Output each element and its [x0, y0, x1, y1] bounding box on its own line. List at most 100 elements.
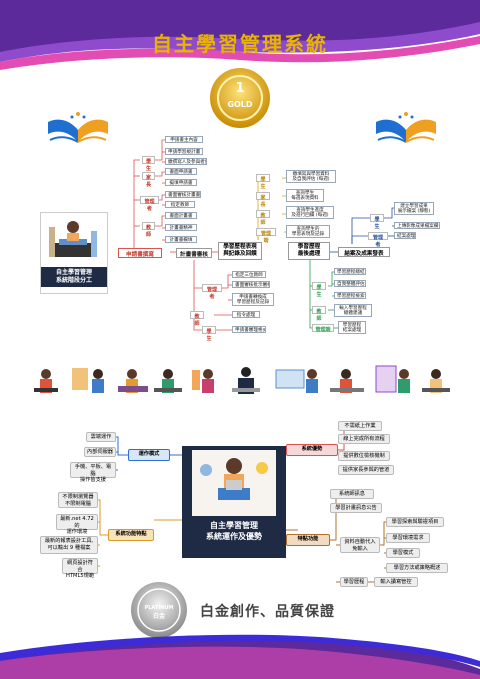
- feature-item: 學習計畫訊息公告: [330, 503, 382, 513]
- process-item: 查詢學生進度 及進行回饋 (每週): [286, 206, 334, 219]
- learning-illustrations-strip: [32, 362, 452, 398]
- process-group-label: 教師: [256, 210, 270, 226]
- result-item: 建立學習成果 展示檔案 (靜態): [394, 202, 434, 215]
- map2-features-label: 特點功能: [286, 534, 330, 546]
- top-band: [0, 0, 480, 70]
- ops-item: 雲端運作: [86, 432, 116, 442]
- student-reading-icon: [49, 221, 97, 257]
- review-item: 申請書轉換成 學習歷程及記錄: [232, 293, 274, 306]
- feature-subitem: 學習方法或策略概述: [386, 563, 448, 573]
- gold-number: 1: [235, 81, 244, 96]
- review-item: 申請書審理格式: [232, 326, 266, 333]
- tech-item: 網頁設計符合 HTML5規範: [62, 558, 98, 579]
- apply-item: 擬填申請書: [165, 179, 197, 186]
- bottom-band: [0, 634, 480, 679]
- final-item: 自我整體評估: [334, 280, 366, 287]
- illustration-student-8: [330, 369, 364, 393]
- apply-item: 申請學習規計畫: [165, 148, 203, 155]
- feature-subitem: 學習模式: [386, 548, 420, 558]
- map1-illustration-card: 自主學習管理 系統階段分工: [40, 212, 108, 294]
- apply-item: 申請書主內容: [165, 136, 203, 143]
- map2-ops-label: 運作模式: [128, 449, 170, 461]
- apply-group-label: 教師: [142, 222, 155, 238]
- final-item: 學習歷程檢索: [334, 292, 366, 299]
- review-group-label: 管理者: [202, 284, 222, 300]
- process-group-label: 管理端: [256, 228, 276, 244]
- final-item: 學習歷程總結: [334, 268, 366, 275]
- apply-item: 繳撰寫人及參與者資料: [165, 158, 207, 165]
- advantage-item: 提供數位檢核機制: [338, 451, 390, 461]
- node-apply: 申請書撰寫: [118, 248, 162, 258]
- illustration-student-6: [232, 367, 260, 394]
- student-laptop-icon: [192, 450, 276, 516]
- apply-item: 書面計畫書: [165, 212, 197, 219]
- tech-item: 最新.net 4.72的 運作環境: [56, 514, 98, 535]
- review-item: 指定三位教師: [232, 271, 266, 278]
- feature-subitem: 學習環境需求: [386, 533, 430, 543]
- illustration-student-2: [72, 368, 104, 393]
- review-group-label: 學生: [202, 326, 216, 342]
- review-item: 指令處理: [232, 311, 260, 318]
- feature-subitem: 學習探索與驗證項目: [386, 517, 444, 527]
- illustration-student-7: [275, 369, 318, 393]
- ops-item: 手機、平板、電腦 操作皆支援: [70, 462, 116, 483]
- process-item: 查詢學生 每週表現資料: [286, 189, 324, 202]
- final-group-label: 管理端: [312, 324, 334, 333]
- map2-advantages-label: 系統優勢: [286, 444, 338, 456]
- platinum-bottom-text: 白金: [153, 612, 166, 620]
- apply-item: 書面申請書: [165, 168, 197, 175]
- illustration-student-9: [375, 365, 410, 393]
- platinum-medal-icon: PLATINUM 白金: [131, 582, 187, 638]
- illustration-student-1: [34, 369, 58, 393]
- map2-center-label: 自主學習管理 系統運作及優勢: [206, 521, 262, 541]
- apply-item: 指定教師: [165, 201, 195, 208]
- process-item: 查詢學生的 學習表現及記錄: [286, 225, 330, 238]
- apply-group-label: 管理者: [140, 196, 159, 212]
- gold-text: GOLD: [227, 100, 252, 109]
- review-item: 書面審核批示審核: [232, 281, 270, 288]
- final-group-label: 教師: [312, 306, 326, 322]
- tech-item: 不限制瀏覽器 不限制電腦: [58, 492, 98, 508]
- open-book-icon: [376, 112, 436, 143]
- platinum-top-text: PLATINUM: [145, 605, 174, 611]
- gold-medal-icon: 1 GOLD: [210, 68, 270, 128]
- review-group-label: 教師: [190, 311, 204, 327]
- slogan: 白金創作、品質保證: [200, 604, 335, 620]
- apply-item: 計畫書欄填: [165, 236, 197, 243]
- advantage-item: 提供家長參與的管道: [338, 465, 394, 475]
- process-item: 繳填寫與學習資料 及自我評估 (每週): [286, 170, 336, 183]
- page-title: 自主學習管理系統: [152, 32, 328, 56]
- map1-center-label: 自主學習管理 系統階段分工: [41, 267, 107, 287]
- map2-tech-label: 系統功能特點: [108, 529, 154, 541]
- apply-item: 書面審核計畫書: [165, 191, 201, 198]
- node-result: 結案及成果發表: [338, 247, 390, 257]
- node-process: 學習歷程表現 與記錄及回饋: [218, 242, 262, 260]
- apply-group-label: 家長: [142, 172, 155, 188]
- map2-center-card: 自主學習管理 系統運作及優勢: [182, 446, 286, 558]
- process-group-label: 家長: [256, 192, 270, 208]
- process-group-label: 學生: [256, 174, 270, 190]
- illustration-student-5: [192, 369, 214, 393]
- illustration-student-4: [154, 369, 182, 393]
- node-review: 計畫書審核: [176, 248, 212, 258]
- tech-item: 最新的報表設計工具, 可以輸出 9 種檔案: [40, 536, 98, 554]
- final-group-label: 學生: [312, 282, 326, 298]
- result-group-label: 學生: [370, 214, 384, 230]
- result-group-label: 管理者: [368, 232, 388, 248]
- apply-item: 計畫書精神: [165, 224, 197, 231]
- feature-item: 系統師訊息: [330, 489, 374, 499]
- result-item: 結案處理: [394, 232, 416, 239]
- apply-group-label: 學生: [142, 156, 155, 172]
- feature-subitem: 輸入讀寫管控: [374, 577, 418, 587]
- open-book-icon: [48, 112, 108, 143]
- illustration-student-10: [422, 369, 450, 393]
- advantage-item: 不需紙上作業: [338, 421, 382, 431]
- result-item: 上傳影像成果檔案欄位: [394, 222, 440, 229]
- advantage-item: 線上完成所有流程: [338, 434, 390, 444]
- node-final: 學習歷程 最後處理: [288, 242, 330, 260]
- ops-item: 內部伺服器: [84, 447, 116, 457]
- illustration-student-3: [118, 369, 148, 393]
- final-item: 輸入學習歷程 總體建議: [334, 304, 372, 317]
- final-item: 學習歷程 結案處理: [338, 321, 366, 334]
- feature-subgroup-label: 學習歷程: [340, 577, 368, 587]
